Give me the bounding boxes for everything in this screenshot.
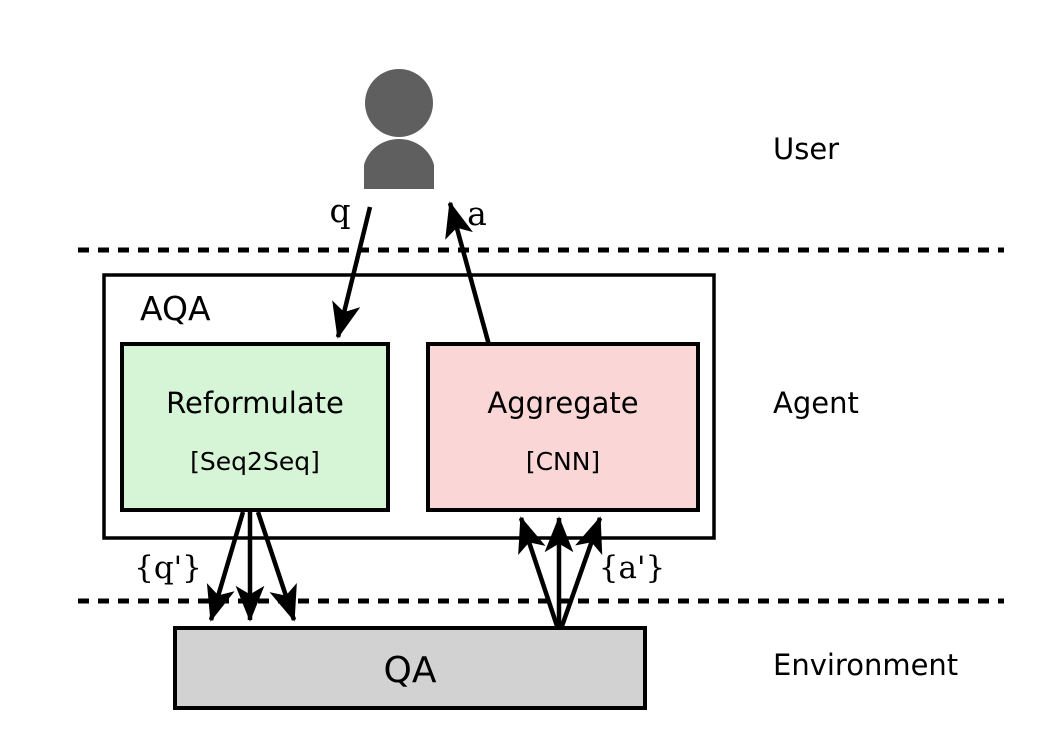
edge-qprime-3 bbox=[255, 511, 297, 622]
edge-label-a: a bbox=[467, 194, 487, 233]
edge-label-q-prime: {q'} bbox=[134, 550, 202, 586]
edge-aprime-3 bbox=[559, 516, 603, 627]
tier-label-environment: Environment bbox=[773, 648, 958, 682]
edge-reformulated-questions bbox=[206, 511, 297, 622]
edge-label-q: q bbox=[329, 191, 350, 230]
reformulate-subtitle: [Seq2Seq] bbox=[190, 447, 320, 476]
person-icon-body bbox=[364, 138, 434, 189]
tier-label-agent: Agent bbox=[773, 386, 859, 420]
edge-qprime-1 bbox=[206, 511, 246, 622]
qa-box[interactable] bbox=[173, 626, 647, 710]
edge-aprime-1 bbox=[518, 516, 560, 627]
tier-label-user: User bbox=[773, 132, 839, 166]
aggregate-title: Aggregate bbox=[487, 386, 638, 420]
aggregate-box[interactable] bbox=[426, 342, 700, 512]
aqa-container-label: AQA bbox=[140, 289, 211, 328]
reformulate-box[interactable] bbox=[120, 342, 390, 512]
aggregate-subtitle: [CNN] bbox=[526, 447, 600, 476]
edge-label-a-prime: {a'} bbox=[599, 550, 665, 586]
reformulate-title: Reformulate bbox=[166, 386, 344, 420]
edge-candidate-answers bbox=[518, 516, 603, 627]
edge-question-in bbox=[332, 206, 373, 339]
edge-answer-out bbox=[445, 201, 492, 346]
person-icon-head bbox=[365, 69, 433, 137]
user-avatar bbox=[364, 69, 434, 189]
qa-label: QA bbox=[384, 650, 437, 691]
